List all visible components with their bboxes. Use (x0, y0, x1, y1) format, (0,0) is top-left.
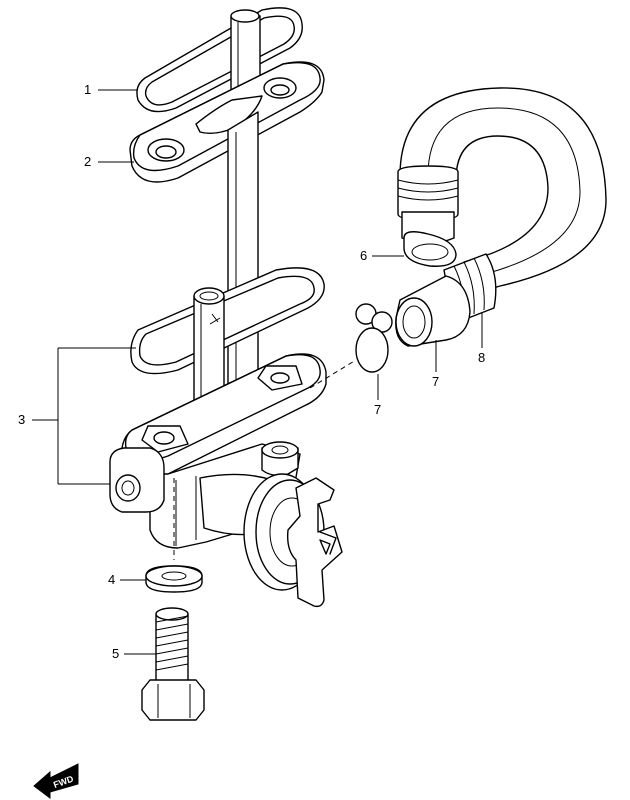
callout-7-lower: 7 (374, 374, 381, 417)
fwd-arrow-icon: FWD (33, 763, 79, 799)
callout-1: 3 (18, 347, 136, 485)
callout-label-4: 2 (84, 154, 91, 169)
part-4-plate (129, 61, 325, 183)
callout-label-5: 1 (84, 82, 91, 97)
callout-label-7-lower: 7 (374, 402, 381, 417)
part-2-bolt (141, 607, 205, 721)
callout-6: 7 (432, 340, 439, 389)
callout-8: 8 (478, 312, 485, 365)
callout-label-1: 3 (18, 412, 25, 427)
callout-3: 4 (108, 572, 146, 587)
alignment-lines (173, 359, 357, 560)
part-7-clip-lower (355, 303, 393, 373)
callout-label-7-upper: 6 (360, 248, 367, 263)
part-7-clip-upper (403, 231, 457, 267)
callout-2: 5 (112, 646, 156, 661)
part-1-gasket (130, 267, 325, 375)
part-1-flange (121, 353, 327, 478)
part-3-washer (145, 565, 203, 593)
callout-label-8: 8 (478, 350, 485, 365)
callout-label-2: 5 (112, 646, 119, 661)
callout-label-3: 4 (108, 572, 115, 587)
lever-knob (243, 473, 343, 608)
callout-5: 1 (84, 82, 138, 97)
part-5-gasket (136, 7, 303, 113)
callout-7-upper: 6 (360, 248, 404, 263)
callout-4: 2 (84, 154, 134, 169)
callout-label-6: 7 (432, 374, 439, 389)
part-6-outlet-pipe (395, 275, 471, 347)
